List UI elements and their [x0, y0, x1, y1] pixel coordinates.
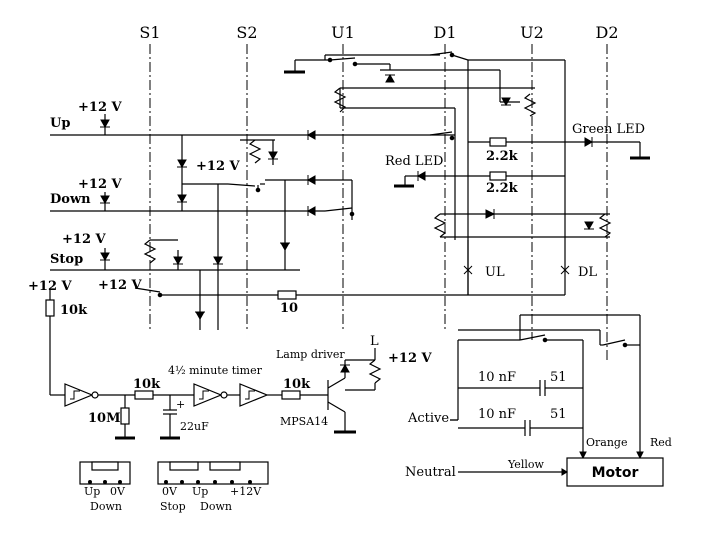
conn-a-pin3: Down: [90, 500, 122, 513]
yellow-label: Yellow: [507, 458, 544, 471]
r51a-label: 51: [550, 370, 567, 385]
pull-resistor-label: 10k: [60, 303, 88, 318]
timer-chain: 10k 10M + 22uF 4½ minute timer 10k: [50, 364, 328, 440]
neutral-label: Neutral: [405, 465, 456, 480]
resistor-10m: [120, 407, 130, 425]
timer-input: +12 V +12 V 10k 10: [28, 278, 298, 395]
connector-b: 0V Stop Up Down +12V: [157, 461, 269, 513]
conn-b-pin3: Up: [192, 485, 208, 498]
up-line-label: Up: [50, 116, 70, 131]
resistor-10k-b: [281, 390, 301, 400]
bus-diodes: [306, 130, 316, 216]
column-label-u1: U1: [331, 23, 355, 42]
r51b-label: 51: [550, 407, 567, 422]
motor-box: [566, 457, 664, 487]
down-supply: +12 V Down: [50, 177, 123, 211]
c1-label: 10 nF: [478, 370, 516, 385]
conn-b-pin1: 0V: [162, 485, 178, 498]
r10-label: 10: [280, 301, 298, 316]
r10m-label: 10M: [88, 411, 120, 426]
column-label-u2: U2: [520, 23, 544, 42]
column-label-s2: S2: [236, 23, 257, 42]
top-diodes: [385, 73, 511, 107]
c2-label: 10 nF: [478, 407, 516, 422]
u1-mid-contacts: [324, 131, 455, 220]
green-resistor-label: 2.2k: [486, 149, 519, 164]
r10k-a-label: 10k: [133, 377, 161, 392]
column-label-s1: S1: [139, 23, 160, 42]
conn-b-pin2: Stop: [160, 500, 186, 513]
ul-label: UL: [485, 265, 505, 280]
u1-d1-contacts: [284, 51, 565, 74]
cap-label: 22uF: [180, 420, 209, 433]
resistor-10k-a: [134, 390, 154, 400]
lamp-driver-label: Lamp driver: [276, 348, 345, 361]
conn-a-pin2: 0V: [110, 485, 126, 498]
cap-plus-label: +: [176, 398, 185, 411]
red-led-label: Red LED: [385, 154, 443, 169]
down-line-label: Down: [50, 192, 91, 207]
timer-label: 4½ minute timer: [168, 364, 263, 377]
red-resistor-label: 2.2k: [486, 181, 519, 196]
conn-b-pin4: Down: [200, 500, 232, 513]
motor-label: Motor: [592, 465, 639, 481]
bus-wires: [50, 54, 566, 296]
resistor-green: [489, 137, 507, 147]
stop-supply: +12 V Stop: [50, 232, 110, 270]
resistor-10k-pull: [45, 299, 55, 317]
switch-column-lines: [149, 44, 608, 360]
left-supply-label: +12 V: [28, 279, 73, 294]
lamp-label: L: [370, 334, 379, 349]
led-network: Green LED 2.2k Red LED 2.2k: [385, 122, 650, 196]
green-led-label: Green LED: [572, 122, 645, 137]
varistors: [143, 87, 612, 384]
orange-label: Orange: [586, 436, 627, 449]
up-supply: +12 V Up: [50, 100, 123, 135]
red-wire-label: Red: [650, 436, 672, 449]
s2-network: [240, 139, 330, 270]
r10k-b-label: 10k: [283, 377, 311, 392]
left2-supply-label: +12 V: [98, 278, 143, 293]
active-label: Active: [407, 411, 449, 426]
dl-label: DL: [578, 265, 597, 280]
conn-b-supply: +12V: [230, 485, 262, 498]
up-supply-label: +12 V: [78, 100, 123, 115]
column-label-d2: D2: [595, 23, 618, 42]
mid-supply-label: +12 V: [196, 159, 241, 174]
stop-supply-label: +12 V: [62, 232, 107, 247]
conn-a-pin1: Up: [84, 485, 100, 498]
transistor-label: MPSA14: [280, 415, 328, 428]
limit-network: UL DL: [440, 209, 610, 295]
s1-network: +12 V: [150, 135, 265, 330]
lamp-driver: Lamp driver MPSA14 L +12 V: [276, 334, 433, 434]
column-label-d1: D1: [433, 23, 456, 42]
resistor-red: [489, 171, 507, 181]
down-supply-label: +12 V: [78, 177, 123, 192]
resistor-10: [277, 290, 297, 300]
connector-a: Up 0V Down: [79, 461, 131, 513]
lamp-supply-label: +12 V: [388, 351, 433, 366]
stop-line-label: Stop: [50, 252, 83, 267]
motor-circuit: 10 nF 51 10 nF 51 Active Orange Red Moto…: [405, 314, 672, 487]
